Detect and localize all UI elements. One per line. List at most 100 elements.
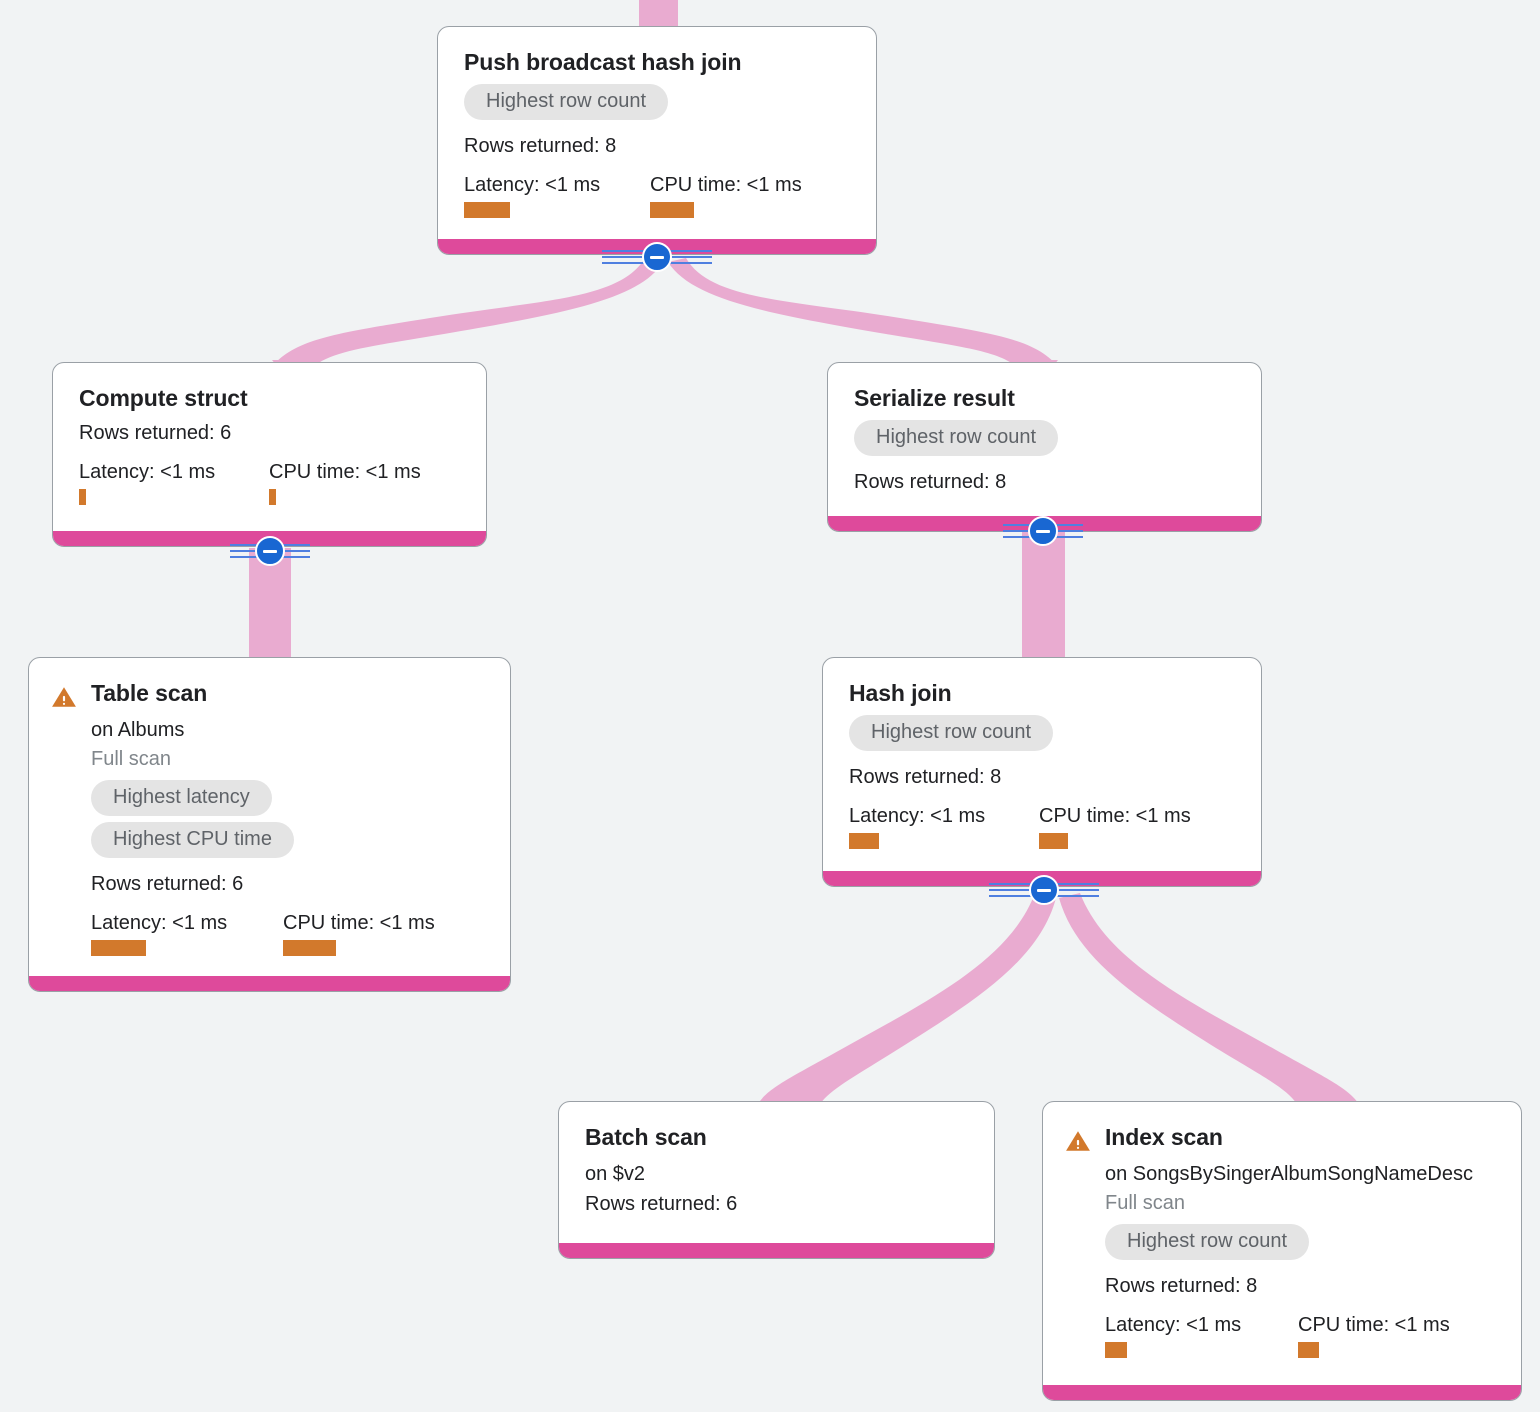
edge-hash-join-to-index-scan bbox=[1059, 893, 1359, 1104]
warning-icon bbox=[1065, 1128, 1091, 1154]
collapse-toggle-compute-struct[interactable] bbox=[230, 536, 310, 566]
node-title: Table scan bbox=[91, 680, 208, 706]
metric-cpu-time-label: CPU time: <1 ms bbox=[283, 911, 435, 934]
node-title: Hash join bbox=[849, 680, 952, 706]
plan-node-index-scan[interactable]: Index scan on SongsBySingerAlbumSongName… bbox=[1042, 1101, 1522, 1401]
metric-latency-bar bbox=[91, 939, 146, 956]
node-title-row: Index scan on SongsBySingerAlbumSongName… bbox=[1065, 1124, 1495, 1358]
minus-icon[interactable] bbox=[255, 536, 285, 566]
minus-icon[interactable] bbox=[1028, 516, 1058, 546]
edge-hash-join-to-batch-scan bbox=[758, 893, 1056, 1104]
node-chips: Highest row count bbox=[854, 419, 1235, 462]
chip-highest-cpu-time: Highest CPU time bbox=[91, 821, 294, 858]
plan-node-push-broadcast-hash-join[interactable]: Push broadcast hash join Highest row cou… bbox=[437, 26, 877, 255]
node-footer-bar bbox=[1043, 1385, 1521, 1400]
node-title: Compute struct bbox=[79, 385, 248, 411]
node-title: Batch scan bbox=[585, 1124, 707, 1150]
chip-highest-row-count: Highest row count bbox=[464, 83, 669, 120]
metric-latency: Latency: <1 ms bbox=[91, 912, 283, 956]
metric-latency-label: Latency: <1 ms bbox=[1105, 1313, 1242, 1336]
node-title: Serialize result bbox=[854, 385, 1015, 411]
plan-node-serialize-result[interactable]: Serialize result Highest row count Rows … bbox=[827, 362, 1262, 532]
plan-node-compute-struct[interactable]: Compute struct Rows returned: 6 Latency:… bbox=[52, 362, 487, 547]
node-body: Table scan on Albums Full scan Highest l… bbox=[29, 658, 510, 976]
metric-latency-bar bbox=[79, 488, 86, 505]
collapse-toggle-push-broadcast-hash-join[interactable] bbox=[602, 242, 712, 272]
node-metrics: Latency: <1 ms CPU time: <1 ms bbox=[464, 174, 850, 218]
collapse-toggle-serialize-result[interactable] bbox=[1003, 516, 1083, 546]
node-rows-returned: Rows returned: 8 bbox=[854, 470, 1007, 493]
edge-root-to-compute-struct bbox=[268, 258, 663, 372]
node-metrics: Latency: <1 ms CPU time: <1 ms bbox=[849, 805, 1235, 849]
node-title-row: Push broadcast hash join Highest row cou… bbox=[464, 49, 850, 218]
node-rows-returned: Rows returned: 8 bbox=[464, 134, 617, 157]
metric-latency-bar bbox=[849, 832, 879, 849]
metric-latency: Latency: <1 ms bbox=[849, 805, 1039, 849]
node-scan-note: Full scan bbox=[1105, 1191, 1186, 1214]
node-rows-returned: Rows returned: 8 bbox=[849, 765, 1002, 788]
chip-highest-latency: Highest latency bbox=[91, 779, 272, 816]
node-body: Hash join Highest row count Rows returne… bbox=[823, 658, 1261, 871]
plan-node-table-scan[interactable]: Table scan on Albums Full scan Highest l… bbox=[28, 657, 511, 992]
node-title-row: Hash join Highest row count Rows returne… bbox=[849, 680, 1235, 849]
node-body: Batch scan on $v2 Rows returned: 6 bbox=[559, 1102, 994, 1243]
chip-highest-row-count: Highest row count bbox=[854, 419, 1059, 456]
metric-cpu-time-label: CPU time: <1 ms bbox=[1298, 1313, 1450, 1336]
node-rows-returned: Rows returned: 6 bbox=[79, 421, 232, 444]
node-chips: Highest row count bbox=[849, 714, 1235, 757]
node-subtitle: on SongsBySingerAlbumSongNameDesc bbox=[1105, 1162, 1473, 1185]
node-metrics: Latency: <1 ms CPU time: <1 ms bbox=[1105, 1314, 1495, 1358]
node-title: Push broadcast hash join bbox=[464, 49, 742, 75]
node-rows-returned: Rows returned: 6 bbox=[91, 872, 244, 895]
metric-cpu-time: CPU time: <1 ms bbox=[1298, 1314, 1450, 1358]
minus-icon[interactable] bbox=[642, 242, 672, 272]
node-subtitle: on $v2 bbox=[585, 1162, 646, 1185]
node-rows-returned: Rows returned: 8 bbox=[1105, 1274, 1258, 1297]
metric-cpu-time-label: CPU time: <1 ms bbox=[269, 460, 421, 483]
metric-cpu-time-bar bbox=[269, 488, 276, 505]
metric-latency-label: Latency: <1 ms bbox=[464, 173, 601, 196]
node-title-row: Serialize result Highest row count Rows … bbox=[854, 385, 1235, 494]
metric-cpu-time-bar bbox=[1039, 832, 1068, 849]
chip-highest-row-count: Highest row count bbox=[849, 714, 1054, 751]
metric-latency: Latency: <1 ms bbox=[79, 461, 269, 505]
metric-cpu-time: CPU time: <1 ms bbox=[1039, 805, 1191, 849]
node-body: Index scan on SongsBySingerAlbumSongName… bbox=[1043, 1102, 1521, 1385]
node-rows-returned: Rows returned: 6 bbox=[585, 1192, 738, 1215]
metric-latency-bar bbox=[1105, 1341, 1127, 1358]
metric-latency-label: Latency: <1 ms bbox=[849, 804, 986, 827]
metric-cpu-time: CPU time: <1 ms bbox=[269, 461, 421, 505]
metric-latency: Latency: <1 ms bbox=[464, 174, 650, 218]
node-title: Index scan bbox=[1105, 1124, 1223, 1150]
metric-latency-bar bbox=[464, 201, 510, 218]
node-body: Compute struct Rows returned: 6 Latency:… bbox=[53, 363, 486, 531]
metric-latency-label: Latency: <1 ms bbox=[91, 911, 228, 934]
minus-icon[interactable] bbox=[1029, 875, 1059, 905]
chip-highest-row-count: Highest row count bbox=[1105, 1223, 1310, 1260]
metric-cpu-time: CPU time: <1 ms bbox=[283, 912, 435, 956]
node-metrics: Latency: <1 ms CPU time: <1 ms bbox=[79, 461, 460, 505]
metric-cpu-time-label: CPU time: <1 ms bbox=[1039, 804, 1191, 827]
edge-serialize-result-to-hash-join bbox=[1022, 530, 1065, 658]
node-title-row: Batch scan on $v2 Rows returned: 6 bbox=[585, 1124, 968, 1216]
plan-node-batch-scan[interactable]: Batch scan on $v2 Rows returned: 6 bbox=[558, 1101, 995, 1259]
node-scan-note: Full scan bbox=[91, 747, 172, 770]
plan-node-hash-join[interactable]: Hash join Highest row count Rows returne… bbox=[822, 657, 1262, 887]
metric-cpu-time-bar bbox=[1298, 1341, 1319, 1358]
metric-cpu-time-bar bbox=[650, 201, 694, 218]
node-title-row: Compute struct Rows returned: 6 Latency:… bbox=[79, 385, 460, 505]
node-body: Serialize result Highest row count Rows … bbox=[828, 363, 1261, 516]
node-footer-bar bbox=[559, 1243, 994, 1258]
collapse-toggle-hash-join[interactable] bbox=[989, 875, 1099, 905]
node-footer-bar bbox=[29, 976, 510, 991]
metric-cpu-time-bar bbox=[283, 939, 336, 956]
metric-cpu-time: CPU time: <1 ms bbox=[650, 174, 802, 218]
node-metrics: Latency: <1 ms CPU time: <1 ms bbox=[91, 912, 484, 956]
edge-root-to-serialize-result bbox=[668, 258, 1062, 372]
node-title-row: Table scan on Albums Full scan Highest l… bbox=[51, 680, 484, 956]
node-subtitle: on Albums bbox=[91, 718, 185, 741]
metric-latency: Latency: <1 ms bbox=[1105, 1314, 1298, 1358]
node-chips: Highest row count bbox=[464, 83, 850, 126]
node-body: Push broadcast hash join Highest row cou… bbox=[438, 27, 876, 239]
